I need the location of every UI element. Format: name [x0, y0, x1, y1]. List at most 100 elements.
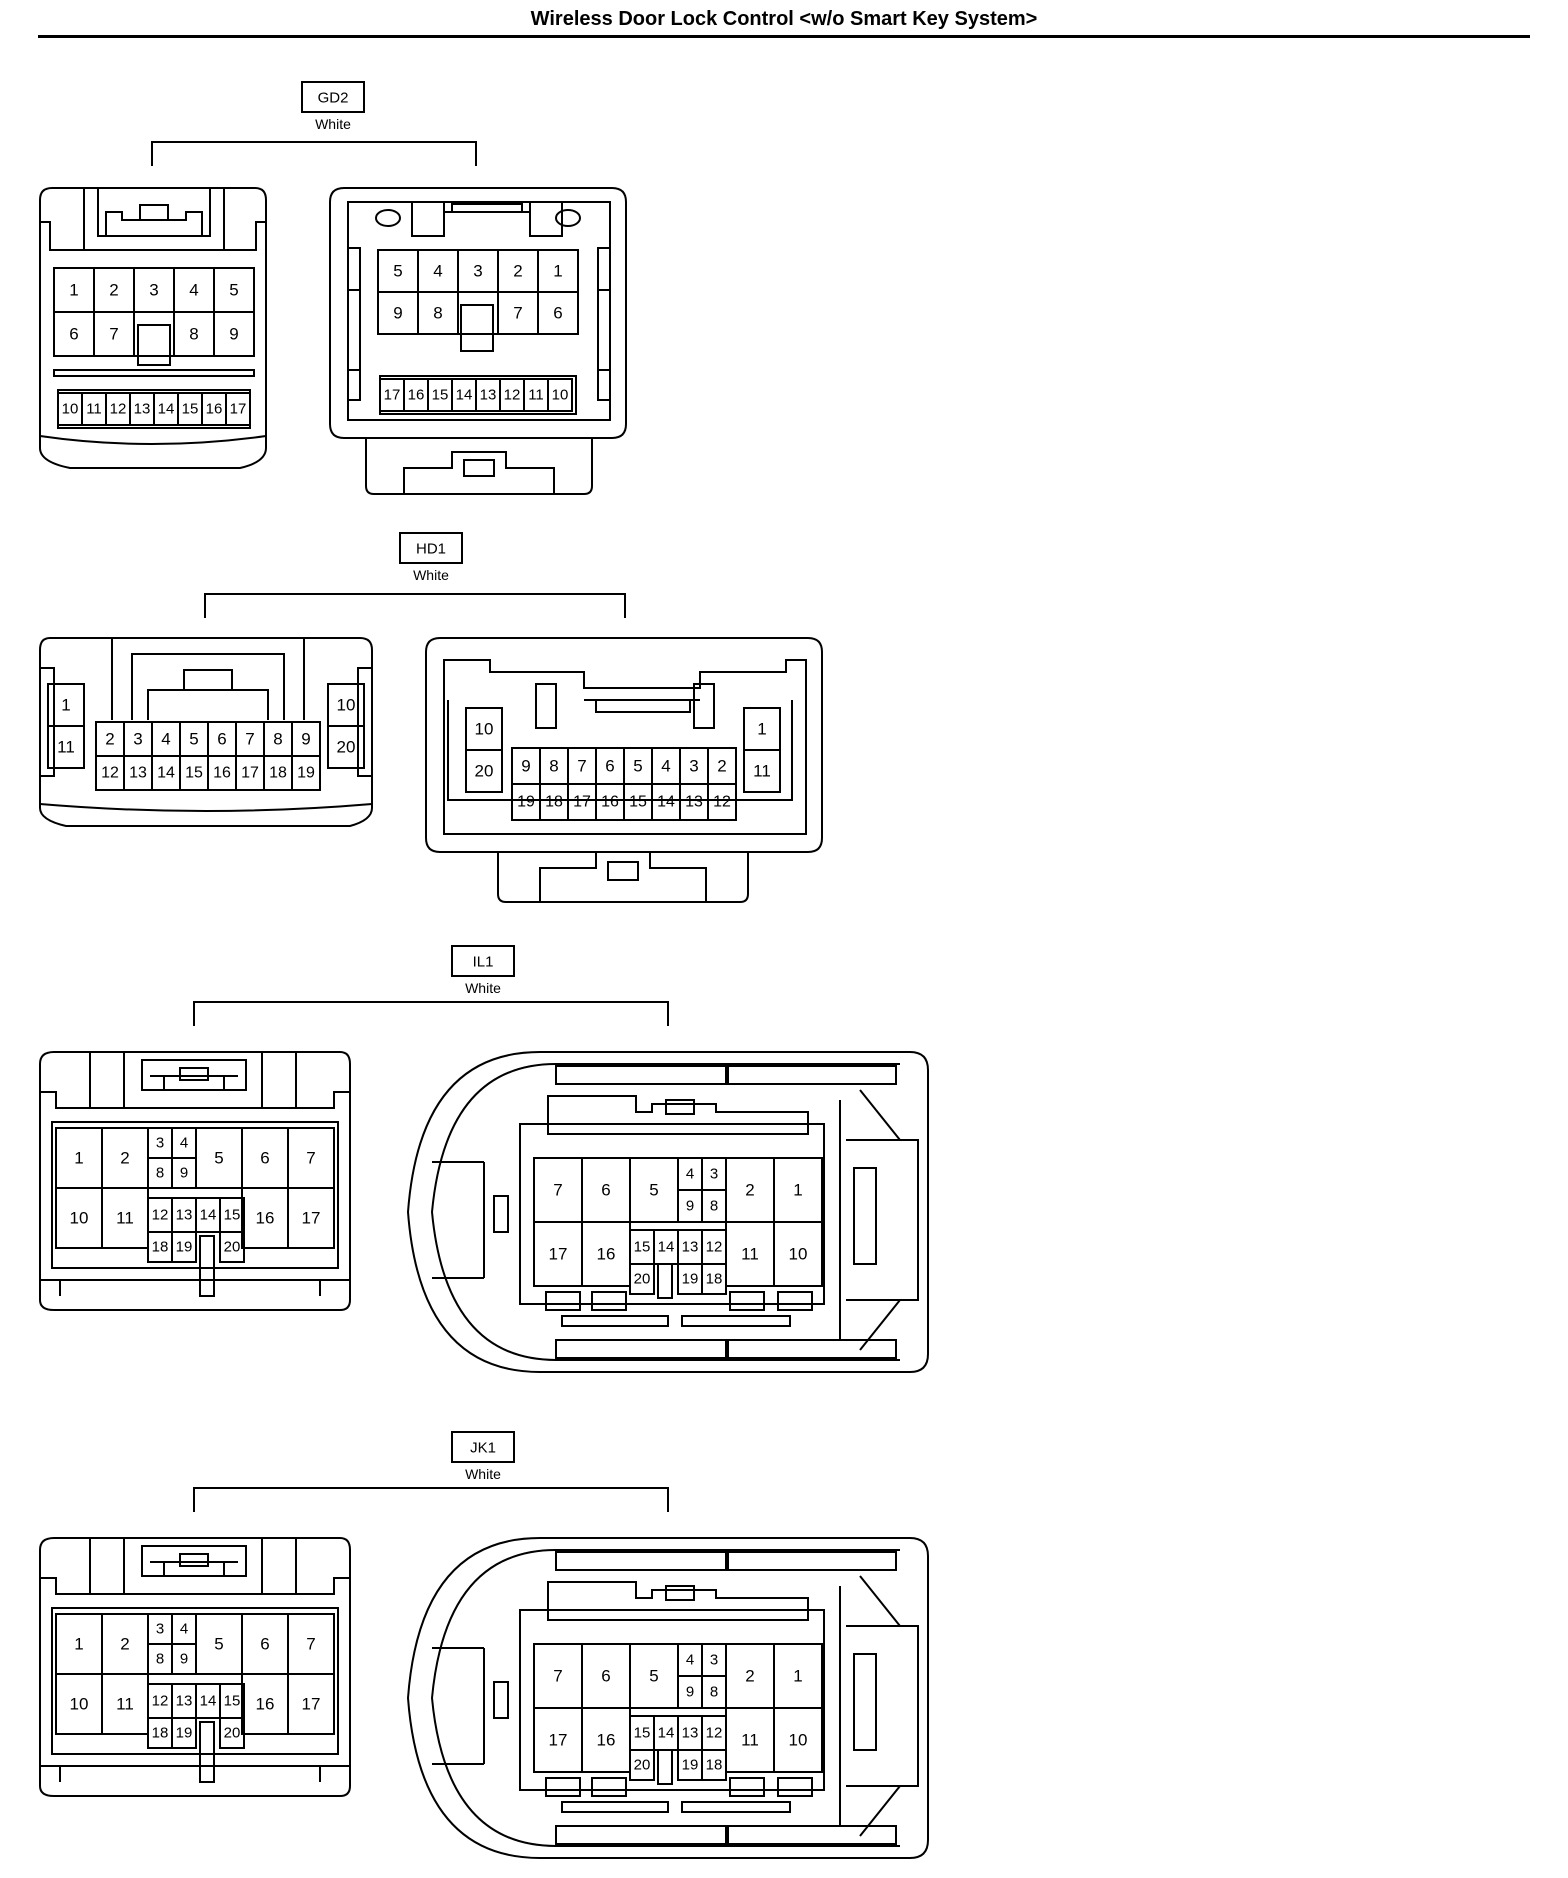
- pin-cell: [537, 291, 579, 335]
- pin-number: 14: [157, 765, 175, 782]
- connector-latch: [539, 852, 707, 902]
- pin-number: 9: [180, 1651, 188, 1668]
- connector-edge: [39, 803, 373, 812]
- pin-number: 13: [129, 765, 147, 782]
- pin-number: 9: [686, 1198, 694, 1215]
- keyway: [657, 1263, 673, 1299]
- connector-edge: [40, 1577, 350, 1595]
- pin-number: 8: [273, 730, 282, 749]
- pin-number: 10: [70, 1695, 89, 1714]
- pin-number: 3: [133, 730, 142, 749]
- pin-number: 11: [753, 762, 771, 781]
- pin-number: 19: [176, 1725, 193, 1742]
- pin-number: 2: [120, 1149, 129, 1168]
- connector-edge: [859, 1089, 901, 1351]
- pin-number: 7: [553, 1667, 562, 1686]
- pin-number: 13: [134, 401, 151, 418]
- pin-slot: [545, 1291, 581, 1311]
- pin-number: 5: [633, 757, 642, 776]
- connector-latch: [547, 1581, 809, 1621]
- connector-latch: [547, 1095, 809, 1135]
- pin-number: 15: [432, 387, 449, 404]
- pin-number: 3: [149, 281, 158, 300]
- pin-cell: [291, 755, 321, 791]
- connector-latch: [131, 653, 285, 720]
- connector-inner: [51, 1121, 339, 1269]
- pin-number: 1: [757, 720, 766, 739]
- side-rib: [347, 247, 361, 291]
- pin-number: 8: [710, 1198, 718, 1215]
- pin-number: 15: [634, 1239, 651, 1256]
- pin-slot: [591, 1777, 627, 1797]
- pin-number: 12: [101, 765, 119, 782]
- pin-number: 10: [62, 401, 79, 418]
- connector-body: [329, 187, 627, 439]
- connector-latch: [150, 1561, 238, 1576]
- pin-slot: [777, 1291, 813, 1311]
- pin-cell: [287, 1673, 335, 1735]
- page-title: Wireless Door Lock Control <w/o Smart Ke…: [530, 8, 1038, 30]
- pin-number: 20: [224, 1725, 241, 1742]
- keyway: [657, 1749, 673, 1785]
- pin-number: 12: [152, 1207, 169, 1224]
- connector-housing: [497, 852, 749, 903]
- pin-number: 14: [456, 387, 473, 404]
- pin-number: 12: [152, 1693, 169, 1710]
- keyway: [199, 1235, 215, 1297]
- pin-number: 2: [513, 262, 522, 281]
- pin-number: 10: [70, 1209, 89, 1228]
- pin-number: 18: [152, 1239, 169, 1256]
- connector-code-box: [451, 945, 515, 977]
- pin-number: 5: [649, 1181, 658, 1200]
- connector-bracket: [151, 141, 477, 166]
- pin-number: 4: [433, 262, 442, 281]
- connector-latch: [141, 1545, 247, 1577]
- pin-number: 6: [69, 325, 78, 344]
- connector-latch: [111, 638, 305, 720]
- pin-number: 16: [408, 387, 425, 404]
- pin-number: 16: [601, 794, 619, 811]
- keyway: [199, 1721, 215, 1783]
- connector-inner: [51, 1607, 339, 1755]
- housing-rib: [681, 1315, 791, 1327]
- pin-number: 19: [297, 765, 315, 782]
- pin-number: 5: [189, 730, 198, 749]
- pin-cell: [701, 1263, 727, 1295]
- pin-cell: [219, 1717, 245, 1749]
- pin-number: 12: [713, 794, 731, 811]
- connector-edge: [39, 435, 267, 445]
- pin-number: 3: [156, 1621, 164, 1638]
- pin-number: 20: [634, 1271, 651, 1288]
- connector-latch: [97, 188, 211, 237]
- pin-number: 9: [180, 1165, 188, 1182]
- pin-cell: [465, 749, 503, 793]
- latch-post: [535, 683, 557, 729]
- pin-number: 3: [710, 1652, 718, 1669]
- connector-edge: [839, 1100, 919, 1340]
- pin-number: 7: [306, 1635, 315, 1654]
- pin-cell: [171, 1643, 197, 1675]
- pin-number: 13: [480, 387, 497, 404]
- pin-number: 11: [116, 1209, 134, 1228]
- pin-number: 5: [214, 1635, 223, 1654]
- pin-cell: [547, 378, 573, 412]
- latch-tab: [607, 861, 639, 881]
- pin-number: 1: [553, 262, 562, 281]
- side-lock: [853, 1653, 877, 1751]
- pin-number: 3: [156, 1135, 164, 1152]
- pin-cell: [629, 1263, 655, 1295]
- pin-number: 20: [634, 1757, 651, 1774]
- pin-number: 10: [475, 720, 494, 739]
- connector-latch: [403, 451, 555, 494]
- pin-number: 1: [793, 1667, 802, 1686]
- pin-number: 18: [706, 1757, 723, 1774]
- pin-number: 15: [224, 1207, 241, 1224]
- pin-slot: [729, 1291, 765, 1311]
- pin-number: 10: [789, 1245, 808, 1264]
- connector-latch: [83, 188, 225, 251]
